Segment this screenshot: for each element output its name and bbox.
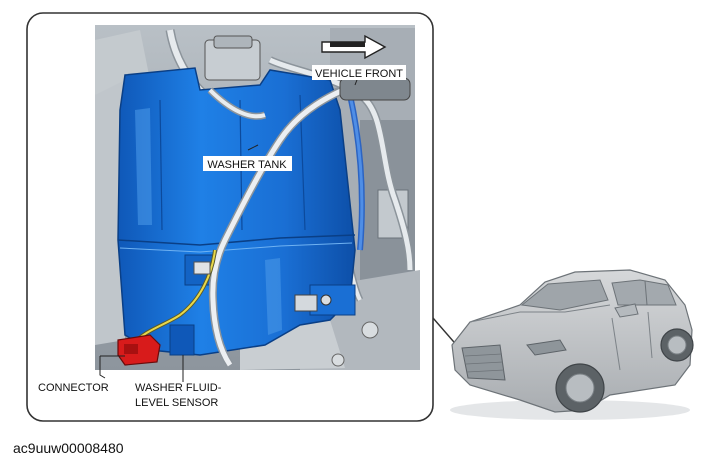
diagram-figure: VEHICLE FRONT WASHER TANK CONNECTOR WASH… [26,12,694,422]
diagram-svg: VEHICLE FRONT WASHER TANK CONNECTOR WASH… [26,12,694,422]
arrow-right-icon [321,34,387,60]
connector [117,334,161,366]
connector-label: CONNECTOR [38,382,109,394]
figure-id-caption: ac9uuw00008480 [13,440,124,456]
vehicle-front-label: VEHICLE FRONT [315,68,403,80]
vehicle-illustration [450,269,694,420]
washer-tank-label: WASHER TANK [207,159,287,171]
sensor-label-line2: LEVEL SENSOR [135,397,218,409]
sensor-label-line1: WASHER FLUID- [135,382,222,394]
hoses [207,77,411,368]
detail-frame: VEHICLE FRONT WASHER TANK CONNECTOR WASH… [26,12,434,422]
leader-lines [99,71,361,382]
